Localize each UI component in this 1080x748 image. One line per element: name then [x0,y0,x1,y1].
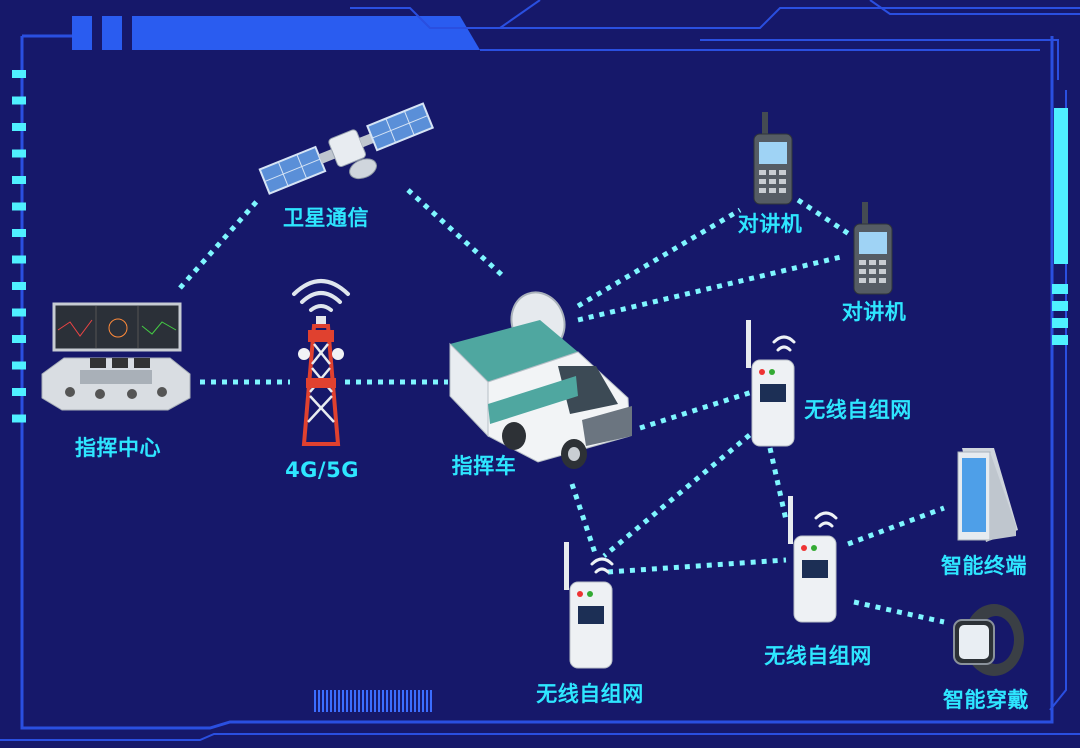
ruler-tick [398,690,400,712]
satellite-icon [258,102,434,195]
ruler-tick [346,690,348,712]
frame-dash [12,388,26,396]
frame-dash [12,335,26,343]
frame-dash [12,282,26,290]
ruler-tick [374,690,376,712]
frame-dash [12,70,26,78]
frame-dash [12,176,26,184]
ruler-tick [430,690,432,712]
frame-dash [12,123,26,131]
link-mesh1-mesh3 [767,447,789,521]
tower-label: 4G/5G [285,458,359,482]
frame-dash [12,202,26,211]
ruler-tick [338,690,340,712]
ruler-tick [318,690,320,712]
frame-dash [1052,335,1068,345]
ruler-tick [366,690,368,712]
ruler-tick [410,690,412,712]
ruler-tick [406,690,408,712]
ruler-tick [326,690,328,712]
smart-terminal-label: 智能终端 [941,554,1027,578]
frame-dash [12,255,26,264]
ruler-tick [378,690,380,712]
command-van-icon [449,291,632,469]
link-vehicle-radio2 [577,253,846,323]
smartwatch-icon [953,604,1024,676]
control-room-icon [41,302,191,411]
frame-dash [12,308,26,317]
ruler-tick [386,690,388,712]
radio-2-label: 对讲机 [841,300,907,324]
link-vehicle-radio1 [576,207,742,309]
ruler-tick [422,690,424,712]
walkie-talkie-icon [853,202,893,295]
mesh-3-label: 无线自组网 [764,644,872,668]
ruler-tick [382,690,384,712]
frame-dash [12,229,26,237]
ruler-tick [358,690,360,712]
ruler-tick [354,690,356,712]
mesh-1-label: 无线自组网 [804,398,912,422]
frame-dash [1052,318,1068,328]
ruler-tick [418,690,420,712]
frame-dash [12,361,26,370]
link-mesh3-terminal [847,505,945,547]
ruler-tick [342,690,344,712]
link-vehicle-mesh1 [639,389,753,431]
link-vehicle-mesh2 [569,483,599,557]
ruler-tick [362,690,364,712]
frame-dash [1052,301,1068,311]
ruler-tick [390,690,392,712]
smartphone-icon [957,448,1018,542]
ruler-tick [414,690,416,712]
mesh-2-label: 无线自组网 [536,682,644,706]
ruler-tick [426,690,428,712]
ruler-tick [402,690,404,712]
radio-1-label: 对讲机 [737,212,803,236]
satellite-label: 卫星通信 [283,206,369,230]
ruler-tick [322,690,324,712]
link-mesh2-mesh3 [607,557,787,575]
frame-dash [1052,284,1068,294]
ruler-tick [334,690,336,712]
ruler-tick [350,690,352,712]
mesh-radio-icon [788,496,838,623]
command-vehicle-label: 指挥车 [451,454,517,478]
frame-dash [12,149,26,158]
ruler-tick [314,690,316,712]
link-satellite-vehicle [406,188,505,278]
link-mesh3-wearable [853,599,945,625]
link-center-satellite [178,198,260,290]
ruler-tick [394,690,396,712]
ruler-tick [330,690,332,712]
link-radio1-radio2 [796,197,854,239]
link-mesh1-mesh2 [602,426,760,558]
mesh-radio-icon [564,542,614,669]
mesh-radio-icon [746,320,796,447]
smart-wearable-label: 智能穿戴 [943,688,1029,712]
walkie-talkie-icon [753,112,793,205]
frame-dash [12,414,26,423]
ruler-tick [370,690,372,712]
command-center-label: 指挥中心 [75,436,161,460]
frame-dash [12,96,26,105]
cell-tower-icon [292,279,350,446]
